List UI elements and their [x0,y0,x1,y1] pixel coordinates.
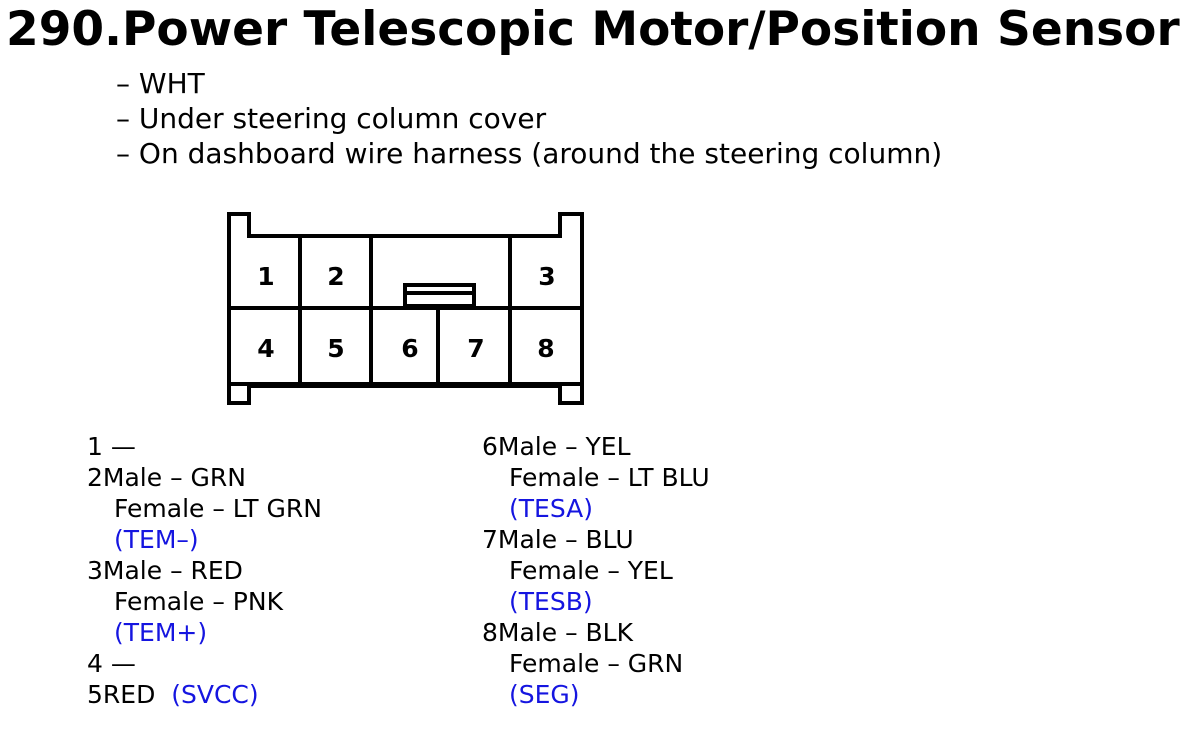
pin-label-5: 5 [327,334,344,363]
page-title: 290.Power Telescopic Motor/Position Sens… [6,2,1180,57]
pin-6-male: 6Male – YEL [482,432,631,461]
pin-label-4: 4 [257,334,274,363]
pin-6-signal: (TESA) [509,494,594,523]
note-color: – WHT [116,67,205,100]
pin-5-entry: 5RED (SVCC) [87,679,322,710]
pin-5-wire: 5RED [87,680,156,709]
pin-label-8: 8 [537,334,554,363]
pin-list-left: 1 — 2Male – GRN Female – LT GRN (TEM–) 3… [87,431,322,710]
note-location: – Under steering column cover [116,102,547,135]
pin-label-7: 7 [467,334,484,363]
pin-3-male: 3Male – RED [87,556,243,585]
pin-label-1: 1 [257,262,274,291]
pin-7-signal: (TESB) [509,587,593,616]
pin-7-male: 7Male – BLU [482,525,634,554]
pin-3-female: Female – PNK [114,587,283,616]
pin-2-signal: (TEM–) [114,525,199,554]
pin-6-female: Female – LT BLU [509,463,710,492]
pin-1-entry: 1 — [87,432,136,461]
lock-tab [403,283,476,308]
pin-label-3: 3 [538,262,555,291]
pin-8-signal: (SEG) [509,680,580,709]
pin-2-male: 2Male – GRN [87,463,246,492]
pin-label-6: 6 [401,334,418,363]
pin-list-right: 6Male – YEL Female – LT BLU (TESA) 7Male… [482,431,710,710]
pin-label-2: 2 [327,262,344,291]
note-harness: – On dashboard wire harness (around the … [116,137,943,170]
pin-7-female: Female – YEL [509,556,673,585]
connector-notes: – WHT – Under steering column cover – On… [116,66,942,171]
pin-3-signal: (TEM+) [114,618,208,647]
connector-housing [227,212,584,405]
pin-4-entry: 4 — [87,649,136,678]
pin-8-female: Female – GRN [509,649,684,678]
pin-8-male: 8Male – BLK [482,618,633,647]
pin-2-female: Female – LT GRN [114,494,322,523]
pin-5-signal: (SVCC) [171,680,259,709]
